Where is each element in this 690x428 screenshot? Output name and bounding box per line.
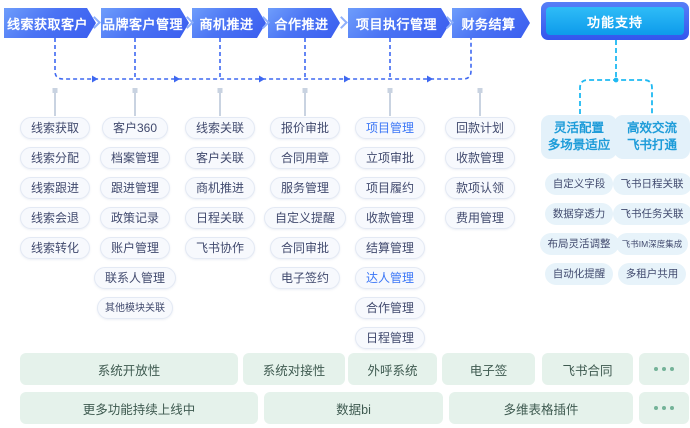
feature-pill: 日程管理 <box>354 327 425 349</box>
feature-pill: 电子签约 <box>269 267 340 289</box>
capability-box-data-bi: 数据bi <box>264 392 443 424</box>
support-group-title-line2: 多场景适应 <box>547 138 611 152</box>
feature-pill-highlight: 项目管理 <box>354 117 425 139</box>
feature-pill: 跟进管理 <box>99 177 170 199</box>
feature-pill: 飞书协作 <box>184 237 255 259</box>
capability-box-openness: 系统开放性 <box>20 353 238 385</box>
column-lead: 线索获取 线索分配 线索跟进 线索会退 线索转化 <box>0 117 115 259</box>
capability-box-multitable-plugin: 多维表格插件 <box>449 392 633 424</box>
capability-box-feishu-contract: 飞书合同 <box>542 353 633 385</box>
support-group-title-line1: 高效交流 <box>626 121 677 136</box>
support-group-config: 灵活配置 多场景适应 自定义字段 数据穿透力 布局灵活调整 自动化提醒 <box>527 115 631 285</box>
support-pill: 自动化提醒 <box>544 263 614 285</box>
feature-pill: 线索关联 <box>184 117 255 139</box>
feature-pill: 客户360 <box>101 117 169 139</box>
feature-pill: 回款计划 <box>444 117 515 139</box>
stage-brand-customer-mgmt: 品牌客户管理 <box>101 8 189 38</box>
capability-box-call-system: 外呼系统 <box>348 353 437 385</box>
support-pill: 数据穿透力 <box>544 203 614 225</box>
support-pill: 飞书日程关联 <box>612 173 690 195</box>
support-group-feishu: 高效交流 飞书打通 飞书日程关联 飞书任务关联 飞书IM深度集成 多租户共用 <box>600 115 690 285</box>
support-pill: 布局灵活调整 <box>539 233 619 255</box>
feature-pill: 报价审批 <box>269 117 340 139</box>
feature-pill: 合同审批 <box>269 237 340 259</box>
feature-pill: 服务管理 <box>269 177 340 199</box>
feature-pill: 其他模块关联 <box>97 297 173 319</box>
feature-pill: 自定义提醒 <box>263 207 346 229</box>
more-ellipsis-icon <box>639 353 689 385</box>
feature-pill: 日程关联 <box>184 207 255 229</box>
support-group-title-line1: 灵活配置 <box>553 121 604 136</box>
feature-pill: 合作管理 <box>354 297 425 319</box>
column-finance: 回款计划 收款管理 款项认领 费用管理 <box>420 117 540 229</box>
support-group-title: 灵活配置 多场景适应 <box>541 115 617 159</box>
stage-cooperation-push: 合作推进 <box>268 8 340 38</box>
support-pill: 多租户共用 <box>617 263 687 285</box>
feature-pill: 收款管理 <box>354 207 425 229</box>
support-group-title: 高效交流 飞书打通 <box>614 115 690 159</box>
feature-pill: 合同用章 <box>269 147 340 169</box>
stage-lead-acquisition: 线索获取客户 <box>4 8 96 38</box>
stage-project-execution: 项目执行管理 <box>348 8 450 38</box>
feature-pill: 政策记录 <box>99 207 170 229</box>
feature-pill: 线索分配 <box>19 147 90 169</box>
feature-pill: 线索跟进 <box>19 177 90 199</box>
stage-opportunity-push: 商机推进 <box>192 8 266 38</box>
support-pill: 飞书任务关联 <box>612 203 690 225</box>
feature-pill: 收款管理 <box>444 147 515 169</box>
capability-box-esign: 电子签 <box>442 353 535 385</box>
feature-pill: 立项审批 <box>354 147 425 169</box>
column-opportunity: 线索关联 客户关联 商机推进 日程关联 飞书协作 <box>160 117 280 259</box>
feature-pill-highlight: 达人管理 <box>354 267 425 289</box>
column-project: 项目管理 立项审批 项目履约 收款管理 结算管理 达人管理 合作管理 日程管理 <box>330 117 450 349</box>
feature-pill: 费用管理 <box>444 207 515 229</box>
feature-pill: 商机推进 <box>184 177 255 199</box>
feature-pill: 客户关联 <box>184 147 255 169</box>
more-ellipsis-icon <box>639 392 689 424</box>
feature-pill: 档案管理 <box>99 147 170 169</box>
capability-box-more-features: 更多功能持续上线中 <box>20 392 258 424</box>
support-button: 功能支持 <box>541 2 689 40</box>
feature-pill: 结算管理 <box>354 237 425 259</box>
feature-pill: 线索会退 <box>19 207 90 229</box>
support-group-title-line2: 飞书打通 <box>626 138 677 152</box>
column-cooperation: 报价审批 合同用章 服务管理 自定义提醒 合同审批 电子签约 <box>245 117 365 289</box>
support-button-label: 功能支持 <box>546 7 684 35</box>
feature-pill: 账户管理 <box>99 237 170 259</box>
feature-pill: 项目履约 <box>354 177 425 199</box>
feature-pill: 联系人管理 <box>93 267 176 289</box>
feature-pill: 线索转化 <box>19 237 90 259</box>
support-pill: 自定义字段 <box>544 173 614 195</box>
stage-finance-settlement: 财务结算 <box>452 8 530 38</box>
feature-pill: 款项认领 <box>444 177 515 199</box>
capability-box-integration: 系统对接性 <box>243 353 345 385</box>
support-pill: 飞书IM深度集成 <box>615 233 689 255</box>
column-customer: 客户360 档案管理 跟进管理 政策记录 账户管理 联系人管理 其他模块关联 <box>75 117 195 319</box>
feature-pill: 线索获取 <box>19 117 90 139</box>
